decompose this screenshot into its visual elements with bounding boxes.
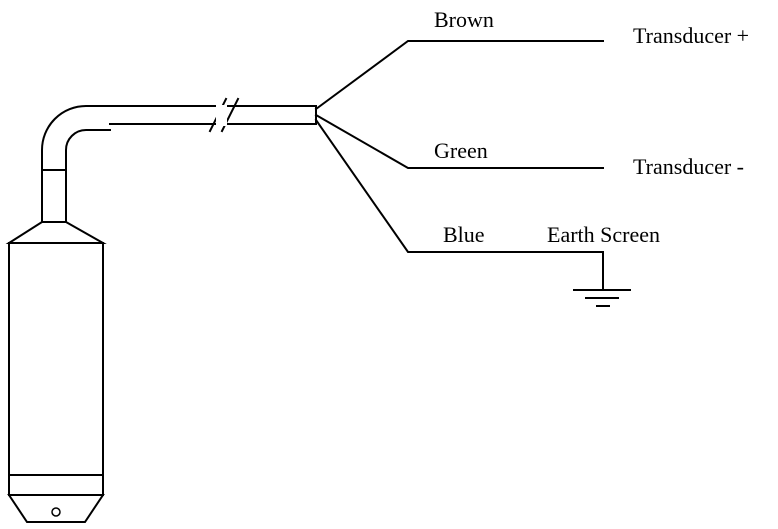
wire-leads: [314, 40, 604, 291]
wire-brown-label: Brown: [434, 7, 494, 32]
cable-bend-inner: [65, 129, 111, 171]
earth-ground-icon: [573, 289, 631, 307]
cable: [41, 97, 317, 171]
transducer-positive-label: Transducer +: [633, 23, 749, 48]
pressure-transducer-probe: [5, 169, 107, 523]
earth-screen-label: Earth Screen: [547, 222, 660, 247]
wire-green: [314, 113, 604, 169]
probe-nose-band: [8, 474, 104, 496]
wire-blue: [314, 118, 604, 291]
probe-port-hole: [51, 507, 61, 517]
probe-body: [8, 242, 104, 476]
cable-break-gap: [216, 105, 227, 126]
transducer-negative-label: Transducer -: [633, 154, 744, 179]
probe-bottom-cone: [7, 494, 105, 523]
wire-green-label: Green: [434, 138, 488, 163]
probe-top-cone: [5, 221, 107, 244]
wire-brown: [314, 40, 604, 111]
cable-bend-outer: [41, 105, 111, 171]
wire-blue-label: Blue: [443, 222, 485, 247]
probe-neck: [41, 169, 67, 223]
